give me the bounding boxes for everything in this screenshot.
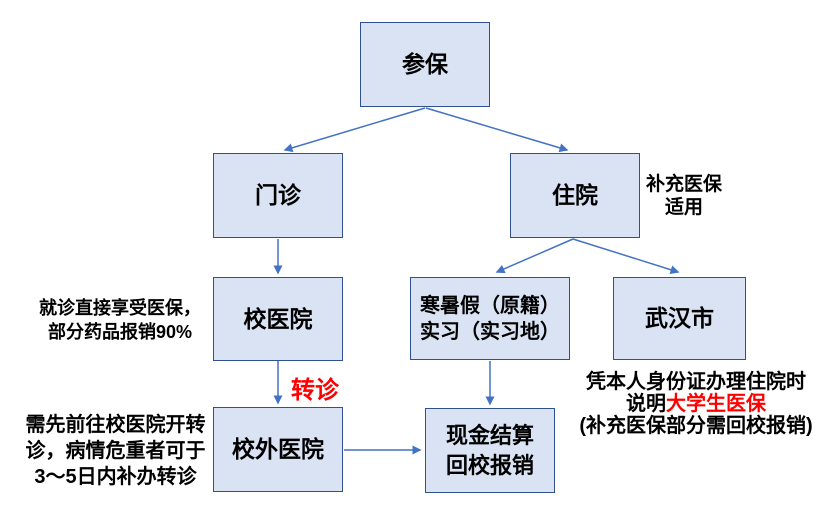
node-off-campus-hospital: 校外医院 — [213, 407, 343, 492]
note-referral-line3: 3～5日内补办转诊 — [34, 466, 197, 488]
node-outpatient-label: 门诊 — [255, 182, 301, 209]
note-supplementary-insurance: 补充医保 适用 — [640, 173, 728, 219]
arrow-enroll-to-outpatient — [283, 107, 426, 153]
node-outpatient: 门诊 — [213, 153, 343, 238]
node-vacation-internship: 寒暑假（原籍） 实习（实习地） — [410, 277, 570, 360]
node-inpatient-label: 住院 — [552, 182, 598, 209]
note-clinic-direct-line1: 就诊直接享受医保， — [39, 298, 201, 318]
referral-label: 转诊 — [291, 377, 339, 404]
arrow-inpatient-to-wuhan — [572, 238, 680, 275]
note-id-line2-highlight: 大学生医保 — [666, 393, 766, 415]
note-id-line1: 凭本人身份证办理住院时 — [586, 371, 806, 393]
node-vacation-line1: 寒暑假（原籍） — [420, 294, 560, 317]
note-id-card: 凭本人身份证办理住院时 说明大学生医保 (补充医保部分需回校报销) — [560, 371, 832, 437]
node-school-hospital: 校医院 — [213, 277, 343, 361]
note-id-line2: 说明大学生医保 — [560, 393, 832, 415]
node-inpatient: 住院 — [510, 153, 640, 238]
node-school-hospital-label: 校医院 — [243, 305, 313, 332]
node-cash-line1: 现金结算 — [445, 422, 534, 448]
node-enroll-label: 参保 — [402, 51, 448, 78]
note-referral-line1: 需先前往校医院开转 — [25, 414, 206, 436]
note-clinic-direct: 就诊直接享受医保， 部分药品报销90% — [20, 296, 220, 344]
note-id-line3: (补充医保部分需回校报销) — [579, 415, 813, 437]
node-wuhan-city: 武汉市 — [613, 277, 746, 360]
node-cash-settlement: 现金结算 回校报销 — [425, 408, 555, 493]
node-wuhan-city-label: 武汉市 — [645, 305, 714, 332]
note-supplementary-line2: 适用 — [664, 197, 703, 218]
note-clinic-direct-line2: 部分药品报销90% — [47, 322, 193, 342]
node-vacation-line2: 实习（实习地） — [420, 320, 560, 343]
node-off-campus-label: 校外医院 — [232, 436, 324, 463]
node-cash-line2: 回校报销 — [445, 452, 534, 478]
note-referral-requirement: 需先前往校医院开转 诊，病情危重者可于 3～5日内补办转诊 — [18, 412, 213, 490]
note-supplementary-line1: 补充医保 — [645, 174, 722, 195]
arrow-inpatient-to-vacation — [495, 238, 574, 274]
node-enroll: 参保 — [360, 22, 490, 107]
note-id-line2-prefix: 说明 — [626, 393, 666, 415]
arrow-enroll-to-inpatient — [425, 107, 569, 153]
note-referral-line2: 诊，病情危重者可于 — [25, 440, 206, 462]
